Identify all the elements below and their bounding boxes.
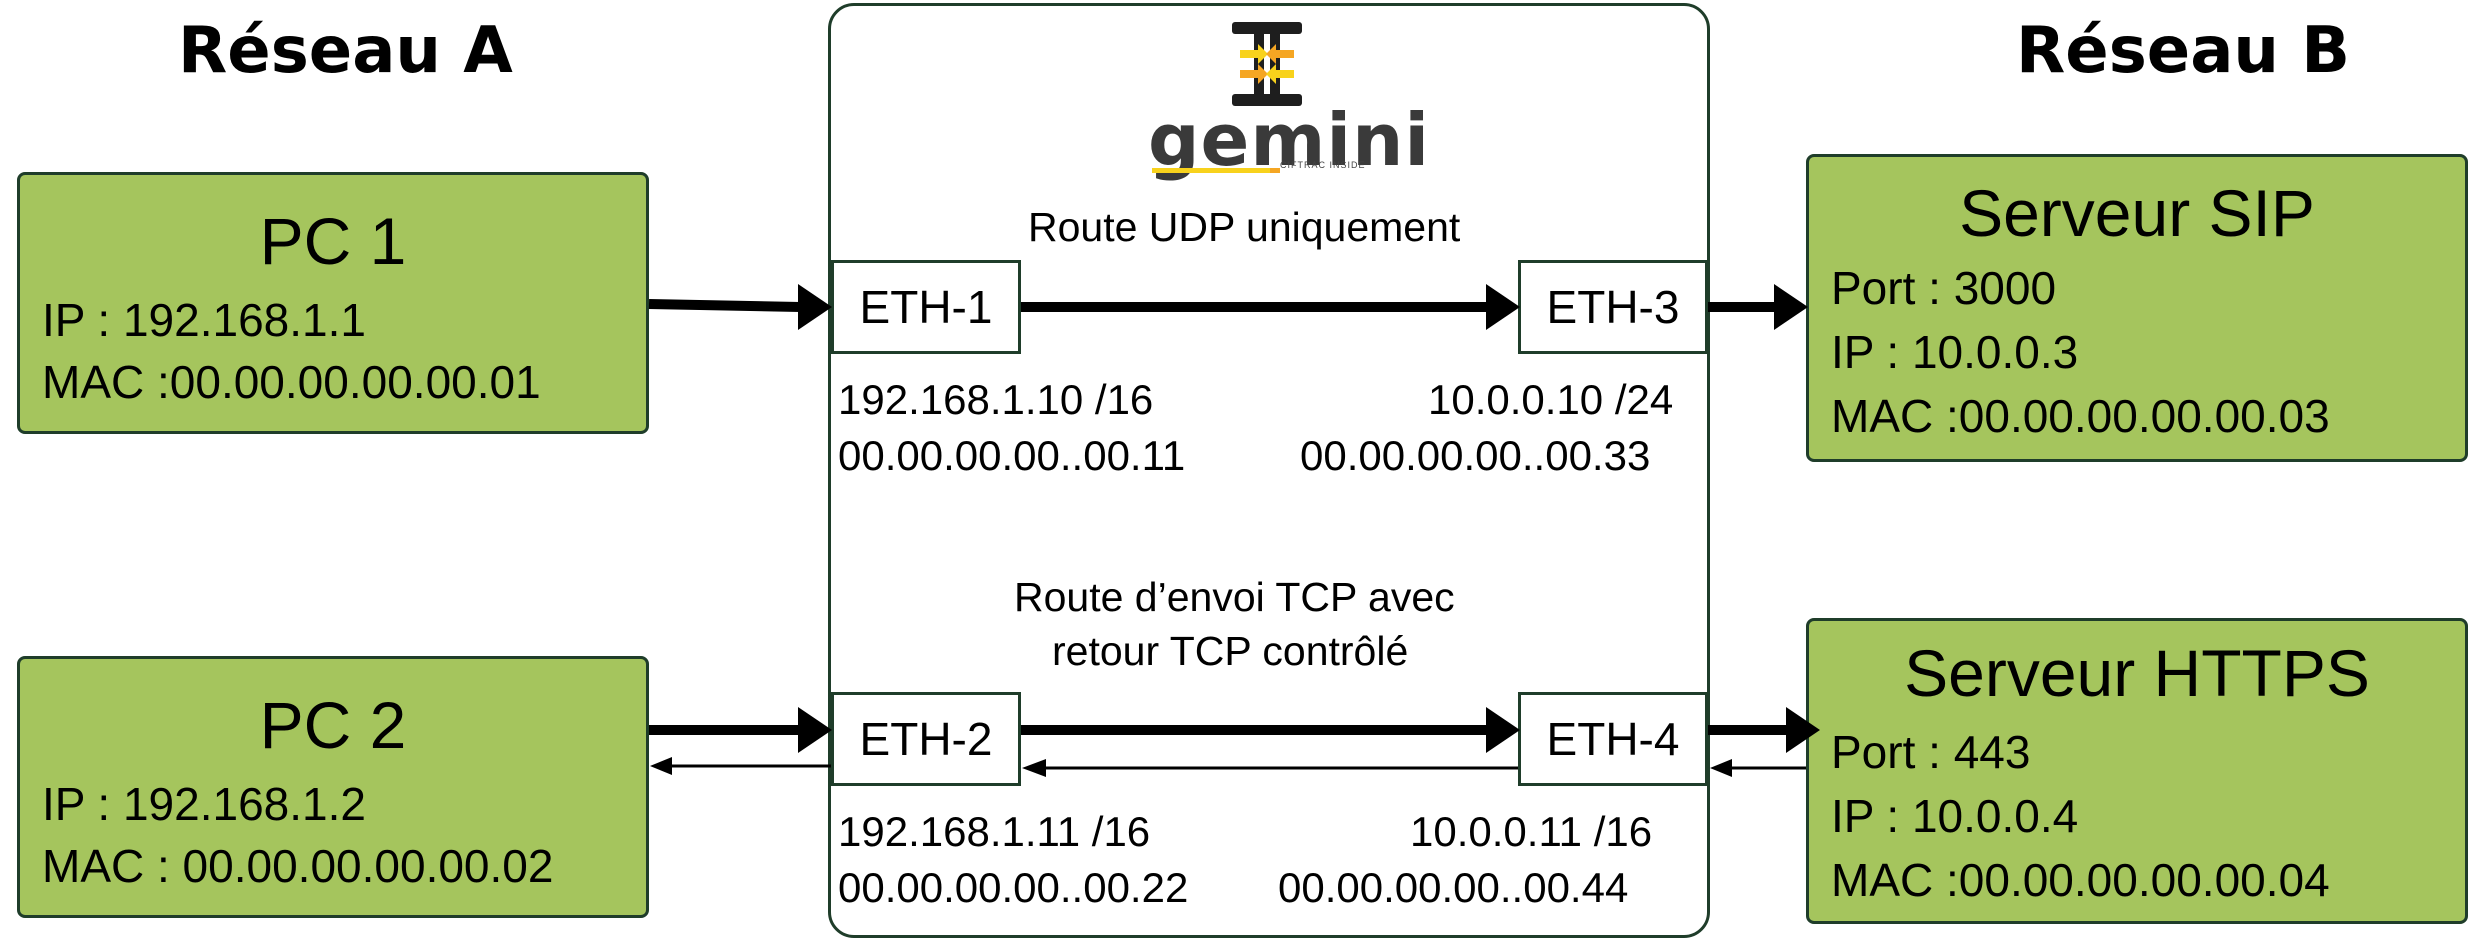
- reseau-b-title: Réseau B: [2016, 14, 2350, 88]
- route-tcp-label-line2: retour TCP contrôlé: [1052, 628, 1409, 674]
- eth4-port: ETH-4: [1518, 692, 1708, 786]
- eth2-port: ETH-2: [831, 692, 1021, 786]
- gemini-logo-icon: [1232, 22, 1302, 106]
- arrowhead-https-eth4-return: [1710, 759, 1732, 777]
- eth3-ip: 10.0.0.10 /24: [1428, 376, 1674, 423]
- route-udp-label: Route UDP uniquement: [1028, 204, 1461, 250]
- https-server-name: Serveur HTTPS: [1904, 636, 2370, 710]
- https-server-ip: IP : 10.0.0.4: [1831, 790, 2079, 842]
- arrowhead-eth2-eth4: [1486, 707, 1520, 753]
- sip-server-ip: IP : 10.0.0.3: [1831, 326, 2079, 378]
- reseau-a-title: Réseau A: [178, 14, 513, 88]
- eth3-port: ETH-3: [1518, 260, 1708, 354]
- eth3-mac: 00.00.00.00..00.33: [1300, 432, 1651, 479]
- arrowhead-pc2-eth2: [798, 707, 832, 753]
- https-server-box: Serveur HTTPS Port : 443 IP : 10.0.0.4 M…: [1806, 618, 2468, 924]
- arrowhead-eth3-sip: [1774, 284, 1808, 330]
- route-tcp-label-line1: Route d’envoi TCP avec: [1014, 574, 1455, 620]
- arrowhead-eth4-https: [1786, 707, 1820, 753]
- sip-server-port: Port : 3000: [1831, 262, 2057, 314]
- sip-server-mac: MAC :00.00.00.00.00.03: [1831, 390, 2330, 442]
- arrowhead-pc1-eth1: [798, 284, 832, 330]
- sip-server-box: Serveur SIP Port : 3000 IP : 10.0.0.3 MA…: [1806, 154, 2468, 462]
- arrowhead-eth2-pc2-return: [650, 757, 672, 775]
- eth1-port: ETH-1: [831, 260, 1021, 354]
- pc1-ip: IP : 192.168.1.1: [42, 294, 366, 346]
- pc2-box: PC 2 IP : 192.168.1.2 MAC : 00.00.00.00.…: [17, 656, 649, 918]
- pc1-box: PC 1 IP : 192.168.1.1 MAC :00.00.00.00.0…: [17, 172, 649, 434]
- pc1-name: PC 1: [259, 204, 407, 278]
- pc2-name: PC 2: [259, 688, 407, 762]
- arrowhead-eth1-eth3: [1486, 284, 1520, 330]
- logo-underline: [1152, 168, 1280, 173]
- eth1-ip: 192.168.1.10 /16: [838, 376, 1154, 423]
- eth4-mac: 00.00.00.00..00.44: [1278, 864, 1629, 911]
- arrow-pc1-eth1: [648, 299, 801, 312]
- gemini-logo-subtext: CIFTRAC INSIDE: [1280, 160, 1366, 170]
- pc1-mac: MAC :00.00.00.00.00.01: [42, 356, 541, 408]
- https-server-mac: MAC :00.00.00.00.00.04: [1831, 854, 2330, 906]
- pc2-mac: MAC : 00.00.00.00.00.02: [42, 840, 554, 892]
- eth1-mac: 00.00.00.00..00.11: [838, 432, 1186, 479]
- eth2-ip: 192.168.1.11 /16: [838, 808, 1151, 855]
- https-server-port: Port : 443: [1831, 726, 2031, 778]
- eth2-mac: 00.00.00.00..00.22: [838, 864, 1189, 911]
- sip-server-name: Serveur SIP: [1959, 176, 2315, 250]
- pc2-ip: IP : 192.168.1.2: [42, 778, 366, 830]
- eth4-ip: 10.0.0.11 /16: [1410, 808, 1653, 855]
- arrowhead-eth4-eth2-return: [1022, 759, 1046, 777]
